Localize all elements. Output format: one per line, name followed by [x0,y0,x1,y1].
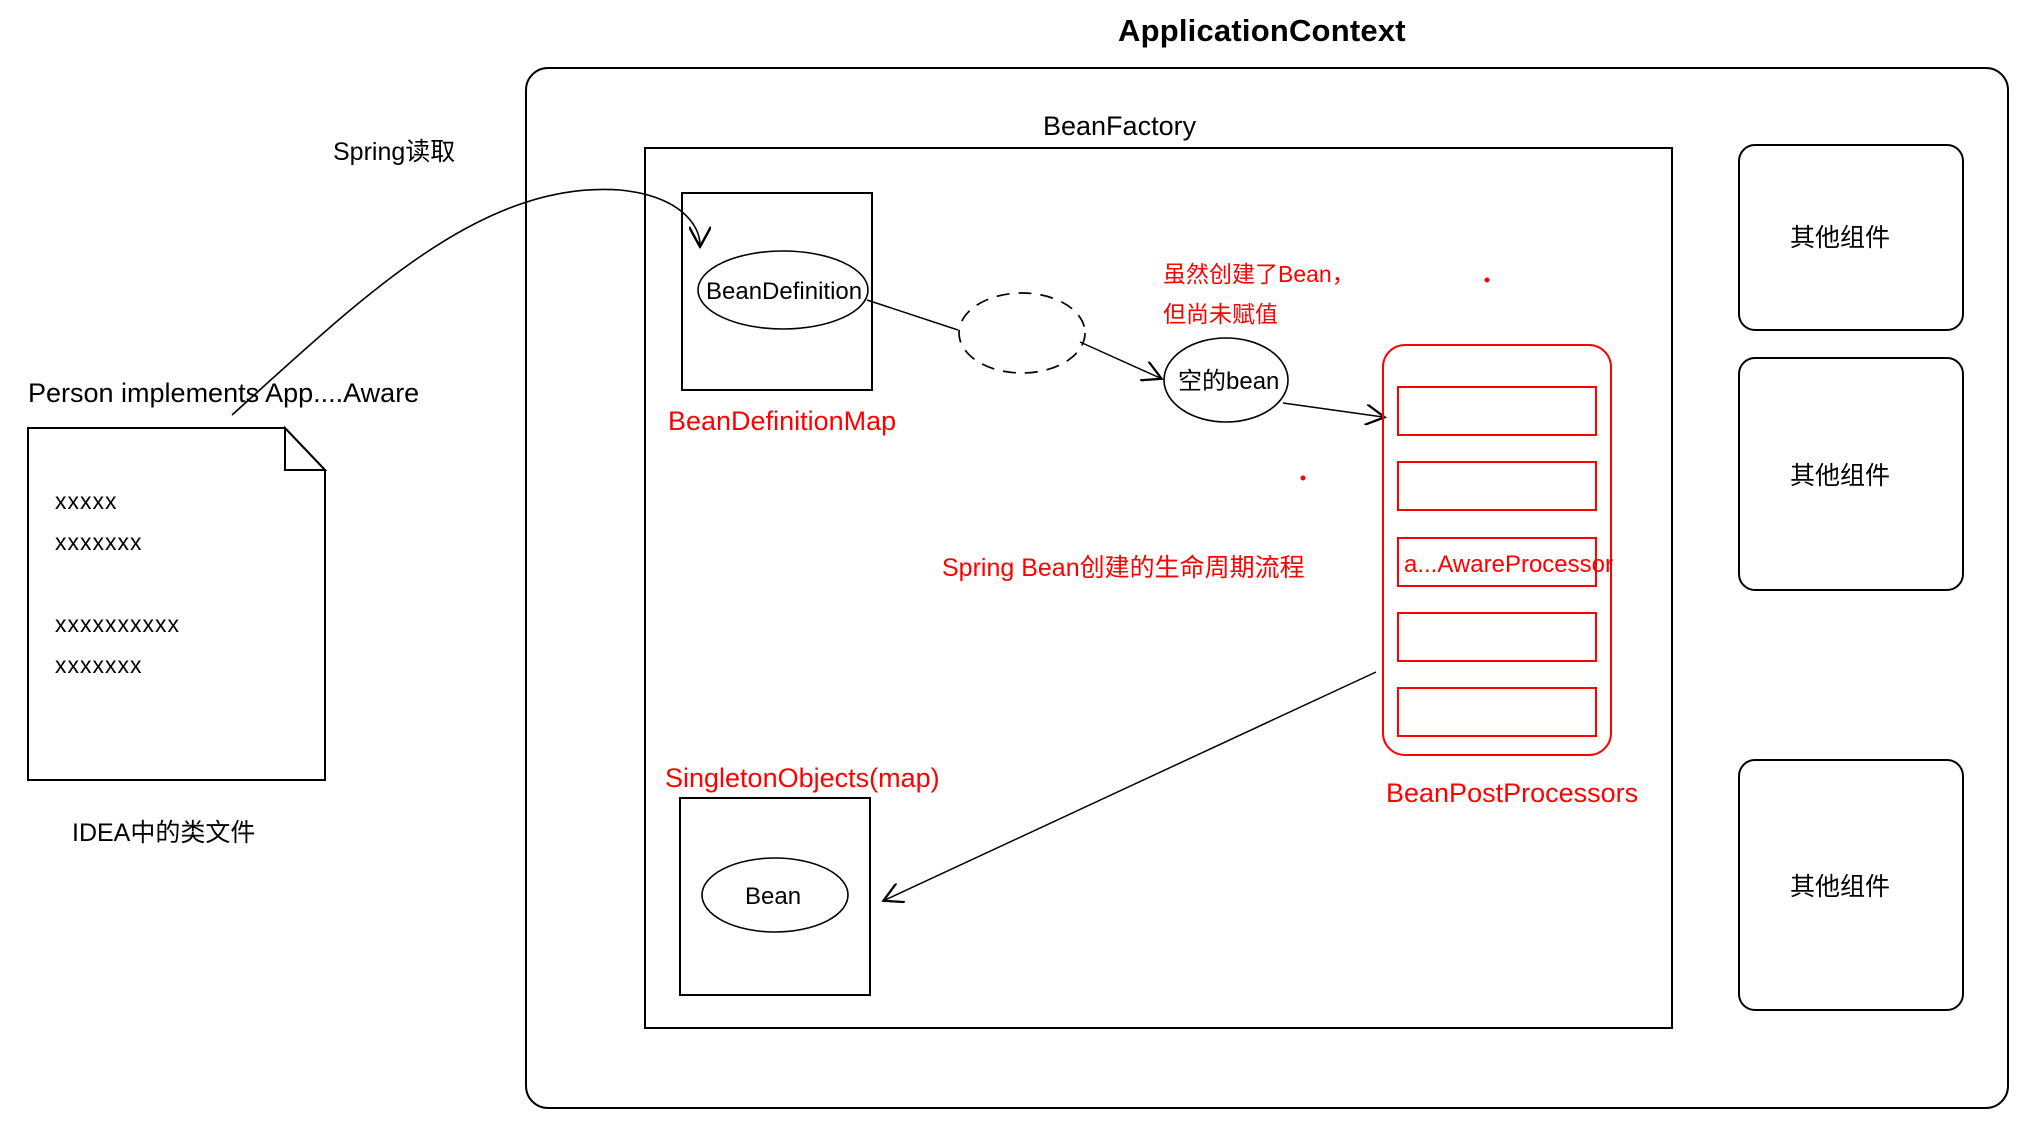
class-file-caption: IDEA中的类文件 [72,819,256,847]
post-processors-to-singleton-bean-edge [885,671,1377,900]
empty-bean-annotation-line1: 虽然创建了Bean， [1163,261,1355,287]
other-component-box-1 [1738,144,1964,331]
bean-post-processor-slot-label: a...AwareProcessor [1404,551,1613,578]
class-file-line: xxxxxxx [55,652,143,678]
bean-factory-box [644,147,1673,1029]
page-title: ApplicationContext [1118,13,1406,48]
class-file-line: xxxxxxx [55,529,143,555]
intermediate-dashed-node [958,292,1086,374]
stray-dot [1300,475,1306,481]
bean-definition-node [697,250,869,330]
bean-definition-to-intermediate-edge [866,299,959,331]
bean-definition-node-label: BeanDefinition [706,278,863,305]
other-component-box-3 [1738,759,1964,1011]
spring-read-edge-label: Spring读取 [333,138,456,166]
bean-post-processors-box [1382,344,1612,756]
bean-definition-map-box [681,192,873,391]
other-component-box-2 [1738,357,1964,591]
other-component-label-3: 其他组件 [1790,873,1891,901]
bean-post-processor-slot [1397,537,1597,587]
bean-definition-map-tag: BeanDefinitionMap [668,406,897,436]
class-file-header: Person implements App....Aware [28,378,420,408]
intermediate-to-empty-bean-edge [1079,341,1160,378]
class-file-line: xxxxxxxxxx [55,611,180,637]
class-file-document-shape [27,427,326,781]
bean-post-processor-slot [1397,386,1597,436]
bean-post-processor-slot [1397,612,1597,662]
bean-post-processor-slot [1397,687,1597,737]
application-context-box [525,67,2009,1109]
class-file-line: xxxxx [55,488,118,514]
bean-post-processor-slot [1397,461,1597,511]
empty-bean-to-post-processors-edge [1282,402,1383,417]
class-file-folded-corner [284,425,328,471]
singleton-objects-box [679,797,871,996]
empty-bean-annotation-line2: 但尚未赋值 [1163,301,1278,327]
lifecycle-note: Spring Bean创建的生命周期流程 [942,554,1305,582]
spring-read-arrow [231,188,700,416]
stray-dot [1484,277,1490,283]
other-component-label-2: 其他组件 [1790,462,1891,490]
singleton-bean-node [701,857,849,933]
bean-post-processors-tag: BeanPostProcessors [1386,778,1639,808]
singleton-bean-node-label: Bean [745,883,802,910]
singleton-objects-tag: SingletonObjects(map) [665,763,940,793]
other-component-label-1: 其他组件 [1790,224,1891,252]
empty-bean-node-label: 空的bean [1178,368,1280,395]
bean-factory-title: BeanFactory [1043,111,1197,141]
empty-bean-node [1163,337,1289,423]
